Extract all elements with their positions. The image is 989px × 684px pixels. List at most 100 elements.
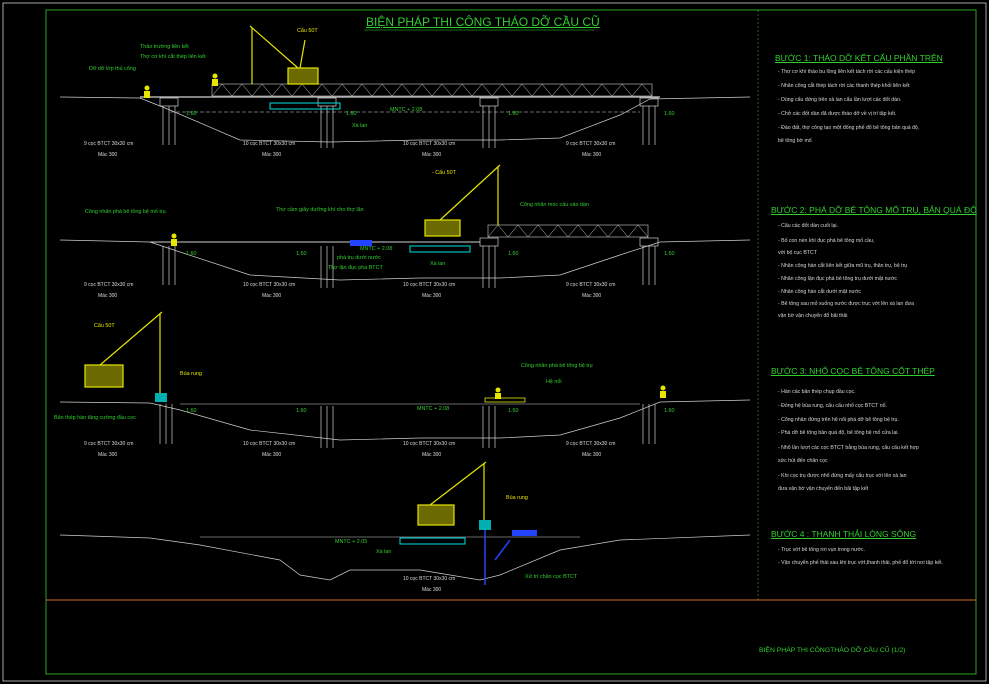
pier-width: 1.60 — [346, 111, 357, 117]
label: Thợ cầm giây dưỡng khí cho thợ lặn — [276, 207, 364, 213]
grade-label: Mác 300 — [262, 293, 282, 299]
step2-note: - Nhân công lặn đục phá bê tông trụ dưới… — [778, 276, 898, 282]
grade-label: Mác 300 — [98, 452, 118, 458]
water-level-label: MNTC + 2.08 — [360, 246, 393, 252]
pier — [159, 404, 656, 448]
worker-icon — [212, 73, 218, 86]
grade-label: Mác 300 — [582, 293, 602, 299]
grade-label: Mác 300 — [98, 152, 118, 158]
vibro-hammer-icon — [479, 520, 491, 530]
barge-label: Xà lan — [376, 549, 392, 555]
label: Thảo trường liên kết — [140, 44, 189, 50]
step2-note: với bộ cục BTCT — [778, 250, 817, 256]
barge-shape — [409, 245, 471, 253]
piles-label: 9 cọc BTCT 30x30 cm — [566, 441, 616, 447]
step1-section — [59, 25, 751, 148]
grade-label: Mác 300 — [422, 587, 442, 593]
piles-label: 10 cọc BTCT 30x30 cm — [243, 441, 296, 447]
piles-label: 10 cọc BTCT 30x30 cm — [403, 282, 456, 288]
step2-note: - Cẩu các đốt dàn cuối lại. — [778, 223, 838, 229]
pier — [162, 237, 659, 288]
step2-note: - Nhân công hàn cắt dưới mặt nước — [778, 289, 861, 295]
label: Hệ nổi — [546, 379, 562, 385]
piles-label: 9 cọc BTCT 30x30 cm — [566, 141, 616, 147]
barge-label: Xà lan — [352, 123, 368, 129]
pier-width: 1.60 — [664, 408, 675, 414]
crane-label: Cẩu 50T — [297, 28, 318, 34]
step3-note: - Hàn các bản thép chụp đầu cọc. — [778, 389, 856, 395]
label: Công nhân móc cầu vào dàn — [520, 202, 589, 208]
pier-width: 1.60 — [186, 251, 197, 257]
truss-diagonals — [211, 83, 653, 97]
ground-line — [59, 399, 751, 441]
step2-note: - Nhân công hàn cắt liên kết giữa mũ trụ… — [778, 263, 908, 269]
step1-heading: BƯỚC 1: THÁO DỠ KẾT CẤU PHẦN TRÊN — [775, 53, 943, 63]
pier-width: 1.60 — [664, 251, 675, 257]
step4-section — [59, 461, 751, 585]
step2-heading: BƯỚC 2: PHÁ DỠ BÊ TÔNG MỐ TRỤ, BẢN QUÁ Đ… — [771, 205, 977, 215]
step3-note: sức hút đến chân cọc — [778, 458, 828, 464]
grade-label: Mác 300 — [262, 152, 282, 158]
grade-label: Mác 300 — [582, 452, 602, 458]
vibro-hammer-icon — [155, 393, 167, 402]
pier-width: 1.60 — [186, 408, 197, 414]
water-level-label: MNTC + 2.08 — [390, 107, 423, 113]
piles-label: 9 cọc BTCT 30x30 cm — [84, 441, 134, 447]
drawing-title: BIỆN PHÁP THI CÔNG THÁO DỠ CẦU CŨ — [366, 15, 600, 29]
piles-label: 10 cọc BTCT 30x30 cm — [403, 141, 456, 147]
step1-note: - Nhân công cắt thép tách rời các thanh … — [778, 83, 910, 89]
step3-note: - Công nhân đứng trên hệ nổi phá dỡ bê t… — [778, 417, 899, 423]
piles-label: 10 cọc BTCT 30x30 cm — [403, 441, 456, 447]
step3-note: - Khi cọc trụ được nhổ đứng mấy cẩu trục… — [778, 473, 907, 479]
label: Xử trí chân cọc BTCT — [525, 574, 578, 580]
step1-note: - Chở các đốt dàn đã được tháo dỡ về vị … — [778, 111, 897, 117]
step3-heading: BƯỚC 3: NHỔ CỌC BÊ TÔNG CỐT THÉP — [771, 366, 935, 376]
label: Thợ lặn đục phá BTCT — [328, 265, 383, 271]
step1-note: - Thợ cơ khí tháo bu lông liên kết tách … — [778, 69, 915, 75]
piles-label: 9 cọc BTCT 30x30 cm — [84, 141, 134, 147]
hammer-label: Búa rung — [180, 371, 202, 377]
boat-icon — [512, 530, 537, 536]
crane-label: Cẩu 50T — [94, 323, 115, 329]
barge-shape — [399, 537, 466, 545]
step1-note: bê tông bờ mố — [778, 138, 812, 144]
piles-label: 9 cọc BTCT 30x30 cm — [84, 282, 134, 288]
grade-label: Mác 300 — [582, 152, 602, 158]
boat-icon — [350, 240, 372, 246]
ground-line — [59, 534, 751, 581]
worker-icon — [144, 85, 150, 98]
piles-label: 10 cọc BTCT 30x30 cm — [243, 141, 296, 147]
drawing-border — [45, 9, 977, 675]
grade-label: Mác 300 — [262, 452, 282, 458]
label: Công nhân phá bê tông bệ mố trụ — [85, 209, 166, 215]
pier-width: 1.60 — [296, 251, 307, 257]
crane-label: - Cẩu 50T — [432, 170, 456, 176]
crane-icon — [84, 311, 163, 394]
worker-icon — [660, 385, 666, 398]
ground-line — [59, 239, 751, 281]
grade-label: Mác 300 — [98, 293, 118, 299]
truss — [487, 224, 649, 238]
grade-label: Mác 300 — [422, 293, 442, 299]
label: Thợ cơ khí cắt thép liên kết — [140, 54, 206, 60]
piles-label: 10 cọc BTCT 30x30 cm — [403, 576, 456, 582]
step3-note: - Nhổ lần lượt các cọc BTCT bằng búa run… — [778, 445, 919, 451]
hammer-label: Búa rung — [506, 495, 528, 501]
crane-icon — [249, 25, 319, 85]
pier — [159, 97, 659, 148]
truss — [211, 83, 653, 97]
piles-label: 9 cọc BTCT 30x30 cm — [566, 282, 616, 288]
truss-diagonals — [487, 224, 649, 238]
step4-note: - Vận chuyển phế thải sau khi trục vớt,t… — [778, 560, 944, 566]
crane-icon — [424, 164, 501, 237]
worker-icon — [495, 387, 501, 399]
barge-shape — [269, 102, 341, 110]
step2-note: - Bê tông sau mỏ xuống nước được trục vớ… — [778, 301, 914, 307]
step3-section — [59, 311, 751, 448]
label: phá trụ dưới nước — [337, 255, 381, 261]
grade-label: Mác 300 — [422, 152, 442, 158]
sheet-footer: BIỆN PHÁP THI CÔNGTHÁO DỠ CẦU CŨ (1/2) — [759, 647, 906, 654]
pier-width: 1.60 — [296, 408, 307, 414]
